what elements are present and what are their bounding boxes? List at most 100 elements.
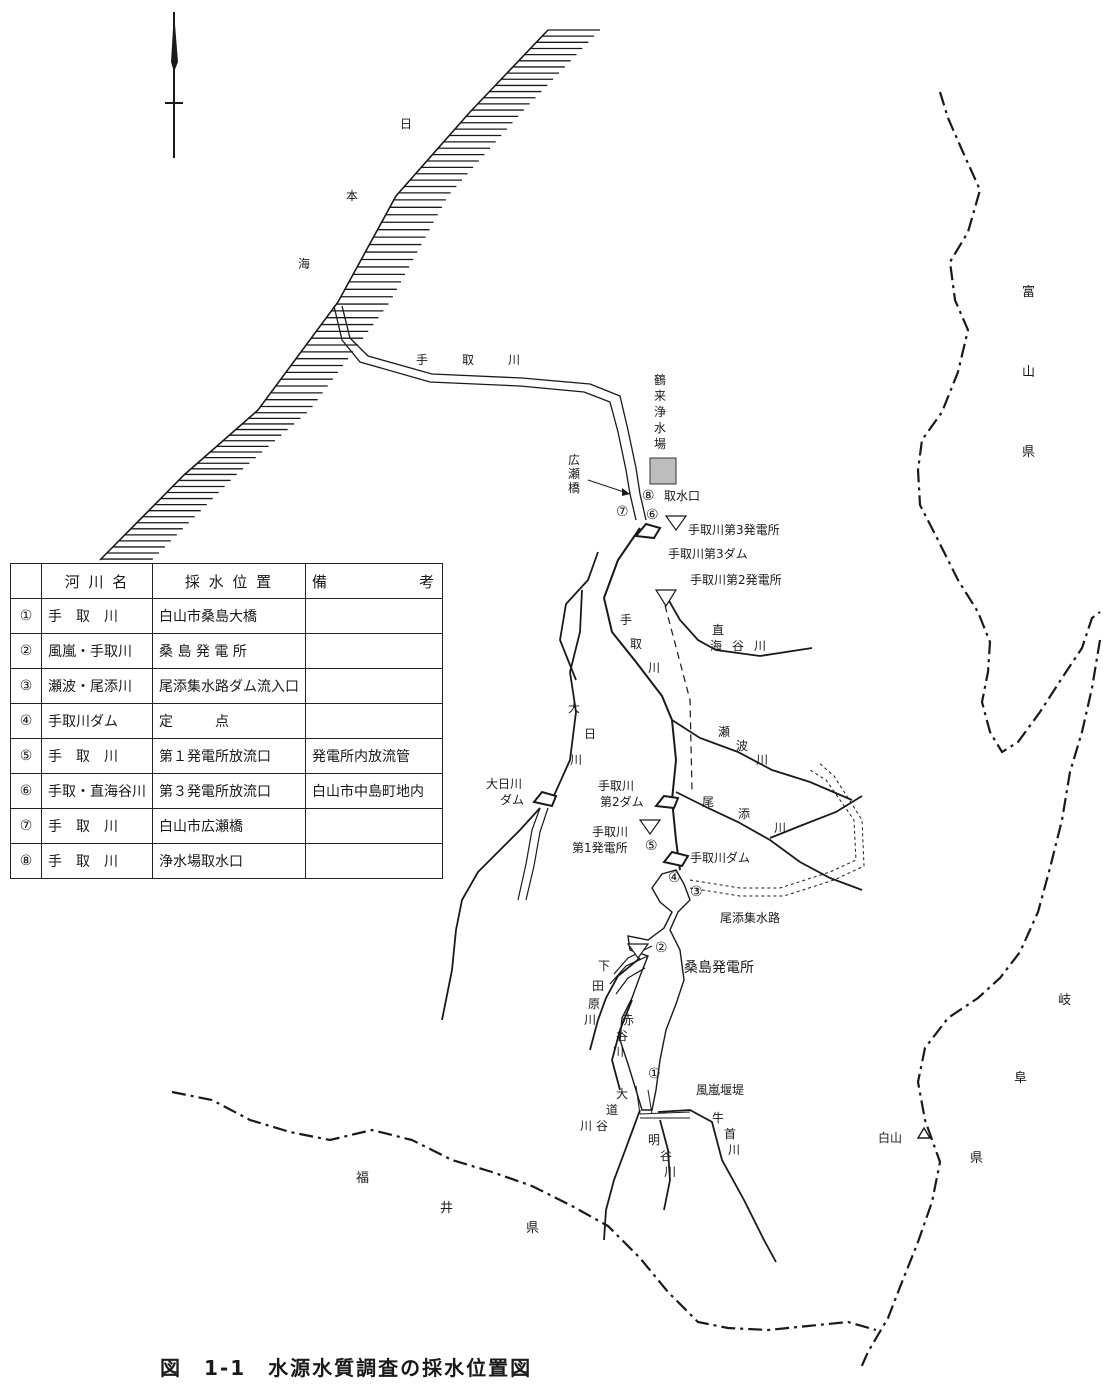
cell-location: 浄水場取水口: [152, 843, 306, 879]
kuwajima-ps-label: 桑島発電所: [684, 960, 754, 976]
akadani-label-char: 赤: [622, 1013, 634, 1027]
tedori-mid-label-char: 川: [648, 661, 660, 675]
onichi-river-label-char: 川: [570, 753, 582, 767]
boundary-toyama: [916, 91, 1101, 754]
cell-location: 白山市広瀬橋: [152, 808, 306, 844]
senami-label-char: 波: [736, 739, 748, 753]
cell-no: ①: [10, 598, 42, 634]
column-header-location: 採 水 位 置: [152, 563, 306, 599]
ozo-river: [675, 791, 863, 891]
tsurugi-plant-label-char: 鶴: [654, 372, 666, 387]
myodani-river: [659, 1119, 671, 1211]
station-mark-7: ⑦: [616, 504, 629, 520]
cell-no: ②: [10, 633, 42, 669]
shimotarodani-label-char: 川: [584, 1013, 596, 1027]
ozo-channel-label: 尾添集水路: [720, 910, 780, 925]
cell-note: [305, 633, 443, 669]
onichi-river: [551, 589, 583, 801]
ozo-river-label-char: 添: [738, 807, 750, 821]
gifu-label-char: 阜: [1014, 1070, 1027, 1086]
intake-label: 取水口: [664, 489, 700, 503]
kuwajima-tunnel: [635, 1085, 691, 1119]
toyama-label-char: 山: [1022, 365, 1035, 380]
hirose-bridge-label-char: 広: [568, 453, 580, 467]
myodani-label-char: 明: [648, 1133, 660, 1147]
cell-river: 手取・直海谷川: [41, 773, 153, 809]
ps1-label-line: 手取川: [592, 825, 628, 839]
cell-location: 第１発電所放流口: [152, 738, 306, 774]
cell-no: ⑤: [10, 738, 42, 774]
myodani-label-char: 谷: [660, 1149, 672, 1163]
tedori-lower-label-char: 取: [462, 353, 474, 367]
cell-location: 尾添集水路ダム流入口: [152, 668, 306, 704]
cell-location: 第３発電所放流口: [152, 773, 306, 809]
onichi-dam-label-line: 大日川: [486, 777, 522, 791]
jikiumidani-label-char: 直: [712, 623, 724, 637]
sea-name-char: 本: [346, 189, 358, 203]
station-mark-6: ⑥: [646, 507, 659, 523]
hakusan-summit-icon: [916, 1126, 932, 1139]
jikiumidani-river: [663, 591, 813, 657]
senami-river: [671, 719, 853, 801]
cell-no: ⑧: [10, 843, 42, 879]
cell-location: 白山市桑島大橋: [152, 598, 306, 634]
figure-number: 1-1: [204, 1356, 247, 1380]
hirose-bridge-label-char: 瀬: [568, 467, 580, 481]
tsurugi-plant-label-char: 水: [654, 421, 666, 435]
tedori-dam-icon: [662, 850, 690, 868]
tedori-river-lower: [333, 305, 647, 521]
onichi-river-lower: [441, 807, 541, 1021]
coastline: [99, 29, 600, 561]
gifu-label-char: 県: [970, 1151, 983, 1166]
tsurugi-plant-building-icon: [649, 457, 677, 485]
dam2-label-line: 第2ダム: [600, 794, 644, 809]
akadani-label-char: 川: [612, 1045, 624, 1059]
cell-note: [305, 703, 443, 739]
sea-name-char: 日: [400, 117, 412, 131]
fukui-label-char: 福: [356, 1171, 369, 1186]
ushikubi-river: [657, 1109, 777, 1263]
cell-note: [305, 598, 443, 634]
cell-river: 手 取 川: [41, 843, 153, 879]
onichi-river-label-char: 日: [584, 727, 596, 741]
ozo-collection-channel: [689, 761, 865, 897]
ushikubi-label-char: 首: [724, 1127, 736, 1141]
column-header-note: 備 考: [305, 563, 443, 599]
station-mark-4: ④: [668, 870, 681, 886]
ushikubi-label-char: 川: [728, 1143, 740, 1157]
cell-location: 定 点: [152, 703, 306, 739]
akadani-label-char: 谷: [616, 1029, 628, 1043]
dam2-icon: [654, 794, 680, 810]
cell-river: 瀬波・尾添川: [41, 668, 153, 704]
boundary-fukui: [171, 1090, 877, 1332]
jikiumidani-label-char: 川: [754, 639, 766, 653]
station-mark-1: ①: [648, 1066, 661, 1082]
tedori-lower-label-char: 手: [416, 353, 428, 367]
tedori-reservoir: [619, 869, 691, 1111]
lower-branch: [603, 1109, 641, 1241]
hirose-bridge-label-char: 橋: [568, 481, 580, 495]
onichi-dam-label-line: ダム: [500, 792, 524, 807]
onichi-river-label-char: 大: [568, 701, 580, 715]
shimotarodani-label-char: 下: [598, 959, 610, 973]
ozo-upper: [769, 795, 863, 839]
ps3-icon: [664, 515, 688, 532]
cell-note: [305, 668, 443, 704]
kuwajima-ps-icon: [626, 943, 650, 960]
cell-no: ⑥: [10, 773, 42, 809]
cell-no: ③: [10, 668, 42, 704]
cell-river: 手 取 川: [41, 738, 153, 774]
dam3-label: 手取川第3ダム: [668, 546, 748, 561]
shimotarodani-label-char: 田: [592, 979, 604, 993]
figure-title: 水源水質調査の採水位置図: [268, 1356, 533, 1380]
tedori-dam-label: 手取川ダム: [690, 850, 750, 865]
cell-river: 手 取 川: [41, 808, 153, 844]
north-arrow-icon: [165, 12, 183, 158]
akadani-river: [611, 999, 633, 1091]
